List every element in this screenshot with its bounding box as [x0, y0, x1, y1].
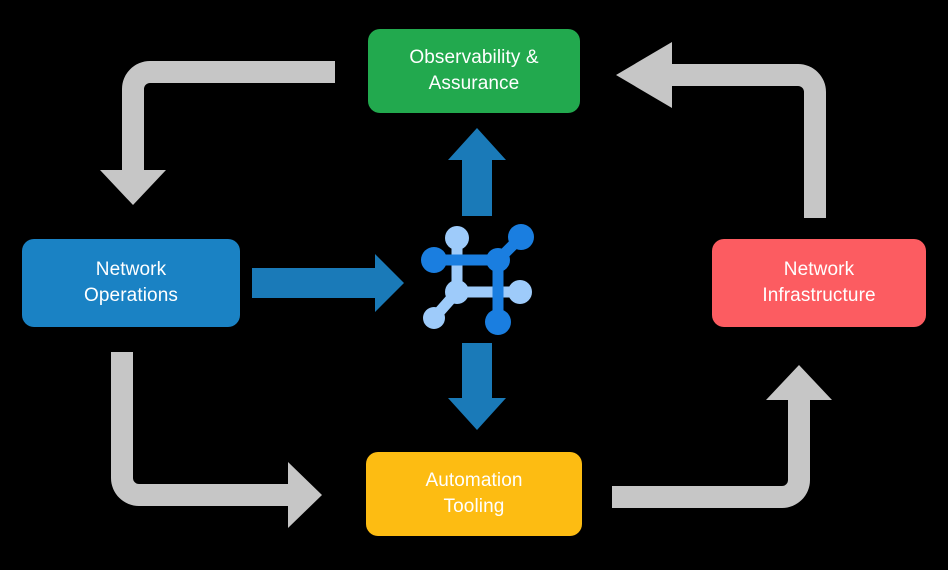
- loop-arrow-network-infrastructure-to-observability: [616, 42, 826, 218]
- node-observability-and-assurance[interactable]: Observability & Assurance: [368, 29, 580, 113]
- node-network-infrastructure[interactable]: Network Infrastructure: [712, 239, 926, 327]
- loop-arrow-network-operations-to-automation-tooling: [111, 352, 322, 528]
- arrow-center-to-observability: [448, 128, 506, 216]
- network-topology-icon: [421, 224, 534, 335]
- loop-arrow-automation-tooling-to-network-infrastructure: [612, 365, 832, 508]
- arrow-center-to-automation-tooling: [448, 343, 506, 430]
- arrow-network-operations-to-center: [252, 254, 404, 312]
- node-automation-tooling[interactable]: Automation Tooling: [366, 452, 582, 536]
- loop-arrow-observability-to-network-operations: [100, 61, 335, 205]
- node-network-operations[interactable]: Network Operations: [22, 239, 240, 327]
